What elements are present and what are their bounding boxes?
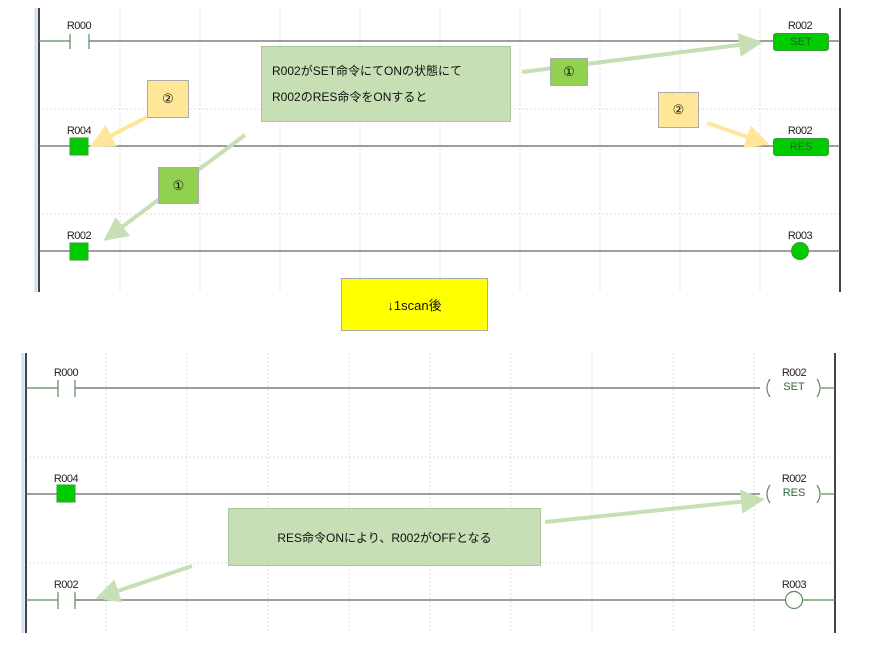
r002-contact-on <box>69 242 89 261</box>
coil-label: R002 <box>787 20 813 32</box>
callout-line: R002のRES命令をONすると <box>272 90 428 104</box>
marker-2: ② <box>658 92 699 128</box>
bottom-callout: RES命令ONにより、R002がOFFとなる <box>228 508 541 566</box>
marker-2: ② <box>147 80 189 118</box>
top-callout: R002がSET命令にてONの状態にて R002のRES命令をONすると <box>261 46 511 122</box>
coil-label: R002 <box>781 473 807 485</box>
contact-label: R004 <box>53 473 79 485</box>
bottom-grid <box>25 353 835 633</box>
contact-label: R000 <box>66 20 92 32</box>
contact-label: R002 <box>53 579 79 591</box>
r003-coil-off <box>784 590 804 610</box>
arrow-to-r002-bottom <box>95 564 193 603</box>
marker-1: ① <box>158 167 199 204</box>
transition-label: ↓1scan後 <box>341 278 488 331</box>
coil-label: R003 <box>787 230 813 242</box>
set-coil-off: SET <box>783 381 805 393</box>
r004-contact-on-bottom <box>56 484 76 503</box>
res-coil-off: RES <box>782 487 806 499</box>
arrow-to-res-bottom <box>544 489 765 524</box>
contact-label: R002 <box>66 230 92 242</box>
set-coil-on: SET <box>773 33 829 51</box>
coil-label: R002 <box>781 367 807 379</box>
contact-label: R000 <box>53 367 79 379</box>
coil-label: R003 <box>781 579 807 591</box>
arrow-to-res <box>706 121 770 149</box>
r003-coil-on <box>791 242 809 260</box>
contact-label: R004 <box>66 125 92 137</box>
callout-line: R002がSET命令にてONの状態にて <box>272 64 463 78</box>
coil-label: R002 <box>787 125 813 137</box>
r004-contact-on <box>69 137 89 156</box>
res-coil-on: RES <box>773 138 829 156</box>
arrow-to-r004 <box>89 115 148 147</box>
marker-1: ① <box>550 58 588 86</box>
